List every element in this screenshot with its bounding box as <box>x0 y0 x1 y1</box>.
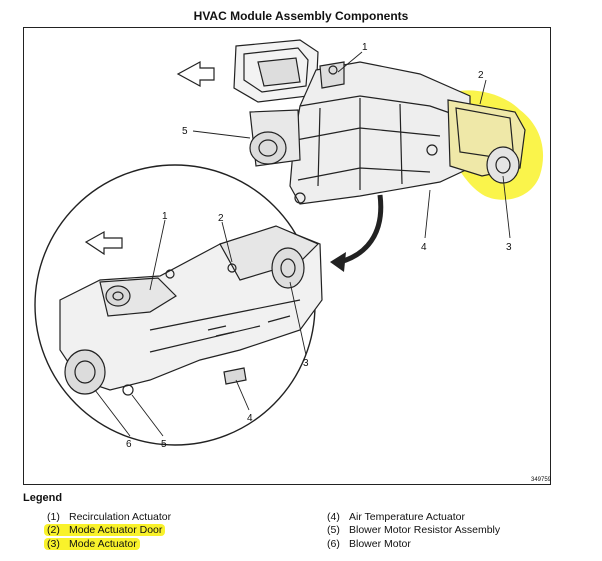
callout-2-lower: 2 <box>218 213 224 224</box>
legend-left-column: (1) Recirculation Actuator (2) Mode Actuat… <box>44 511 171 551</box>
direction-arrow-upper <box>176 60 215 88</box>
legend-item: (3) Mode Actuator <box>44 537 171 551</box>
callout-6-lower: 6 <box>126 439 132 450</box>
callout-1-upper: 1 <box>362 42 368 53</box>
legend-num: (3) <box>47 537 60 550</box>
legend-label: Air Temperature Actuator <box>349 511 465 523</box>
diagram-title: HVAC Module Assembly Components <box>193 9 409 23</box>
legend-num: (6) <box>327 537 340 550</box>
legend-right-column: (4) Air Temperature Actuator (5) Blower Mo… <box>327 511 500 551</box>
legend-num: (1) <box>47 511 60 523</box>
callout-1-lower: 1 <box>162 211 168 222</box>
legend-num: (4) <box>327 511 340 523</box>
legend-item: (1) Recirculation Actuator <box>47 511 171 524</box>
callout-3-upper: 3 <box>506 242 512 253</box>
direction-arrow-lower <box>84 230 123 256</box>
upper-module-drawing <box>233 39 526 205</box>
legend-label: Blower Motor Resistor Assembly <box>349 524 501 537</box>
diagram-frame <box>23 27 551 485</box>
legend-label: Mode Actuator Door <box>69 524 163 537</box>
legend-highlight: (3) Mode Actuator <box>44 537 140 550</box>
legend-label: Blower Motor <box>349 537 411 550</box>
legend-num: (2) <box>47 524 60 537</box>
callout-2-upper: 2 <box>478 70 484 81</box>
legend-label: Mode Actuator <box>69 537 137 550</box>
legend-highlight: (2) Mode Actuator Door <box>44 524 166 537</box>
callout-4-upper: 4 <box>421 242 427 253</box>
callout-4-lower: 4 <box>247 413 253 424</box>
lower-module-drawing <box>59 225 323 396</box>
figure-id: 349759 <box>531 477 552 483</box>
legend-num: (5) <box>327 524 340 537</box>
legend-item: (2) Mode Actuator Door <box>44 524 171 537</box>
legend-label: Recirculation Actuator <box>69 511 172 523</box>
callout-5-upper: 5 <box>182 126 188 137</box>
leader-lines <box>94 51 511 437</box>
callout-3-lower: 3 <box>303 358 309 369</box>
legend-item: (4) Air Temperature Actuator <box>327 511 500 524</box>
legend-heading: Legend <box>23 492 63 504</box>
transition-arrow <box>339 194 384 265</box>
callout-5-lower: 5 <box>161 439 167 450</box>
legend-item: (5) Blower Motor Resistor Assembly <box>327 524 500 537</box>
legend-item: (6) Blower Motor <box>327 538 500 551</box>
